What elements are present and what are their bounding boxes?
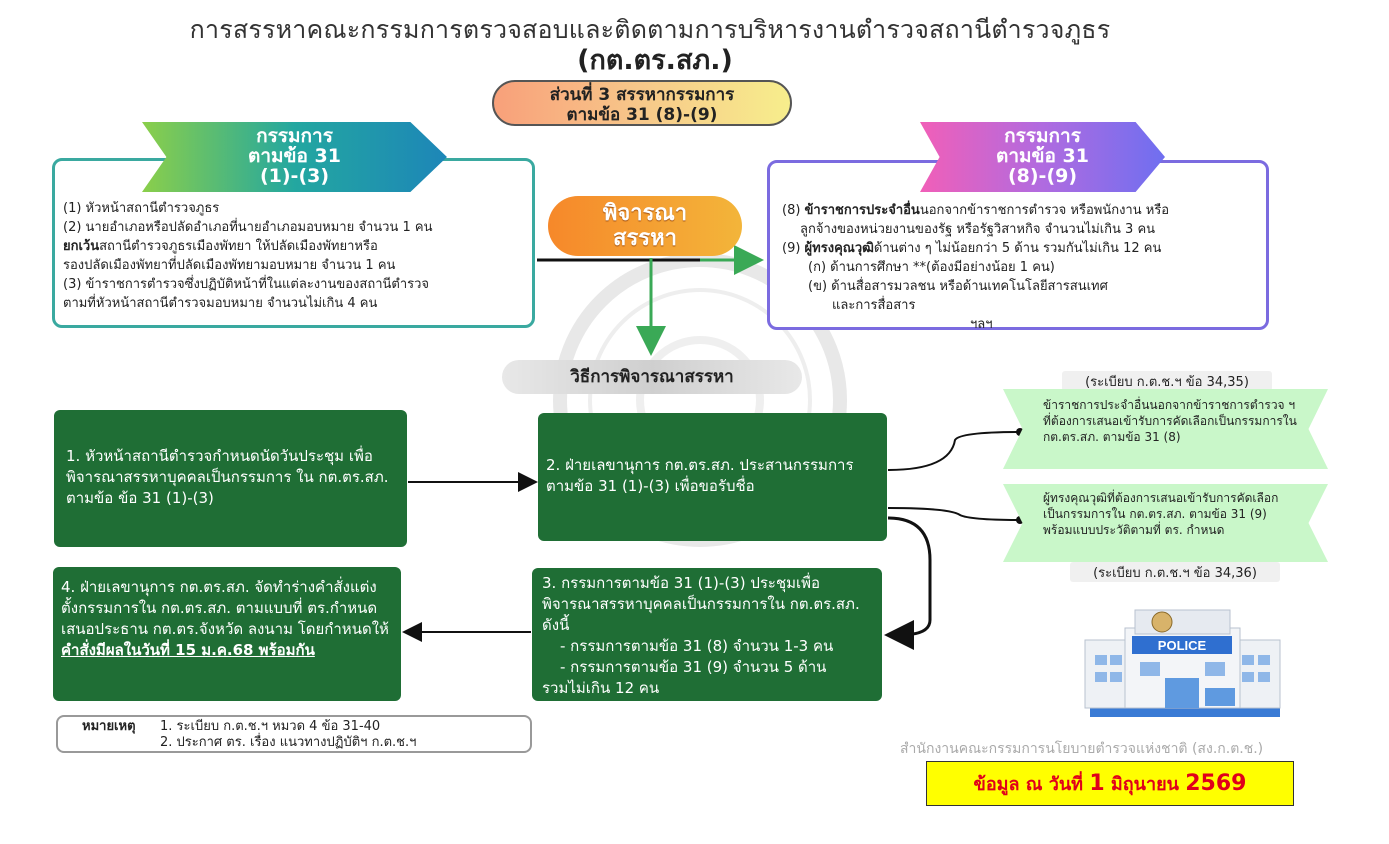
police-station-icon: POLICE	[1084, 609, 1281, 717]
right-item-8-cont: ลูกจ้างของหน่วยงานของรัฐ หรือรัฐวิสาหกิจ…	[800, 222, 1156, 237]
right-item-9-a: (ก) ด้านการศึกษา **(ต้องมีอย่างน้อย 1 คน…	[808, 260, 1055, 275]
left-item-2: (2) นายอำเภอหรือปลัดอำเภอที่นายอำเภอมอบห…	[63, 220, 433, 235]
step-3-item-9: - กรรมการตามข้อ 31 (9) จำนวน 5 ด้าน	[560, 658, 827, 676]
step-3-item-8: - กรรมการตามข้อ 31 (8) จำนวน 1-3 คน	[560, 637, 834, 655]
method-heading: วิธีการพิจารณาสรรหา	[502, 360, 802, 394]
exception-text: สถานีตำรวจภูธรเมืองพัทยา ให้ปลัดเมืองพัท…	[99, 239, 378, 254]
right-item-9-text: ด้านต่าง ๆ ไม่น้อยกว่า 5 ด้าน รวมกันไม่เ…	[873, 241, 1162, 256]
arrow-step2-to-step3	[884, 516, 932, 650]
step-3-total: รวมไม่เกิน 12 คน	[542, 679, 660, 697]
right-item-8-text: นอกจากข้าราชการตำรวจ หรือพนักงาน หรือ	[919, 203, 1170, 218]
right-banner-line1: กรรมการ	[1004, 125, 1081, 147]
left-members-banner: กรรมการ ตามข้อ 31 (1)-(3)	[142, 122, 447, 192]
step-1-box: 1. หัวหน้าสถานีตำรวจกำหนดนัดวันประชุม เพ…	[54, 410, 407, 547]
step-3-text: 3. กรรมการตามข้อ 31 (1)-(3) ประชุมเพื่อพ…	[542, 574, 860, 634]
remark-box: หมายเหตุ 1. ระเบียบ ก.ต.ช.ฯ หมวด 4 ข้อ 31…	[56, 715, 532, 753]
line-step2-to-note2	[887, 507, 1021, 521]
left-banner-line1: กรรมการ	[256, 125, 333, 147]
note-official-candidates: ข้าราชการประจำอื่นนอกจากข้าราชการตำรวจ ฯ…	[1003, 389, 1328, 469]
right-item-9: (9) ผู้ทรงคุณวุฒิด้านต่าง ๆ ไม่น้อยกว่า …	[782, 239, 1258, 258]
regulation-ref-2: (ระเบียบ ก.ต.ช.ฯ ข้อ 34,36)	[1070, 562, 1280, 582]
consider-select-pill: พิจารณา สรรหา	[548, 196, 742, 256]
step-4-text: 4. ฝ่ายเลขานุการ กต.ตร.สภ. จัดทำร่างคำสั…	[61, 578, 389, 638]
page-subtitle: (กต.ตร.สภ.)	[577, 45, 733, 76]
left-item-3-cont: ตามที่หัวหน้าสถานีตำรวจมอบหมาย จำนวนไม่เ…	[63, 296, 378, 311]
consider-line2: สรรหา	[613, 226, 677, 251]
exception-label: ยกเว้น	[63, 239, 100, 254]
agency-name: สำนักงานคณะกรรมการนโยบายตำรวจแห่งชาติ (ส…	[900, 741, 1264, 757]
remark-line-2: 2. ประกาศ ตร. เรื่อง แนวทางปฏิบัติฯ ก.ต.…	[160, 735, 417, 750]
right-item-8: (8) ข้าราชการประจำอื่นนอกจากข้าราชการตำร…	[782, 201, 1258, 220]
part-pill-line1: ส่วนที่ 3 สรรหากรรมการ	[549, 85, 735, 105]
right-members-banner: กรรมการ ตามข้อ 31 (8)-(9)	[920, 122, 1165, 192]
data-as-of-box: ข้อมูล ณ วันที่ 1 มิถุนายน 2569	[926, 761, 1294, 806]
right-item-8-num: (8)	[782, 203, 805, 218]
remark-label: หมายเหตุ	[82, 719, 136, 734]
police-sign-text: POLICE	[1158, 638, 1207, 653]
right-banner-line2: ตามข้อ 31	[996, 145, 1089, 167]
part-3-pill: ส่วนที่ 3 สรรหากรรมการ ตามข้อ 31 (8)-(9)	[492, 80, 792, 126]
date-prefix: ข้อมูล ณ วันที่	[973, 774, 1084, 795]
date-day: 1	[1089, 771, 1105, 796]
right-item-9-b-cont: และการสื่อสาร	[832, 298, 916, 313]
step-4-effective-date: คำสั่งมีผลในวันที่ 15 ม.ค.68 พร้อมกัน	[61, 641, 315, 659]
consider-line1: พิจารณา	[602, 201, 688, 226]
right-item-8-bold: ข้าราชการประจำอื่น	[804, 203, 920, 218]
left-banner-line3: (1)-(3)	[259, 165, 330, 187]
step-4-box: 4. ฝ่ายเลขานุการ กต.ตร.สภ. จัดทำร่างคำสั…	[53, 567, 401, 701]
left-item-2-cont: รองปลัดเมืองพัทยาที่ปลัดเมืองพัทยามอบหมา…	[63, 258, 396, 273]
regulation-ref-1: (ระเบียบ ก.ต.ช.ฯ ข้อ 34,35)	[1062, 371, 1272, 391]
date-year: 2569	[1185, 771, 1247, 796]
date-month: มิถุนายน	[1110, 774, 1179, 795]
left-banner-line2: ตามข้อ 31	[248, 145, 341, 167]
part-pill-line2: ตามข้อ 31 (8)-(9)	[566, 105, 718, 125]
note-expert-candidates: ผู้ทรงคุณวุฒิที่ต้องการเสนอเข้ารับการคัด…	[1003, 484, 1328, 562]
step-2-box: 2. ฝ่ายเลขานุการ กต.ตร.สภ. ประสานกรรมการ…	[538, 413, 887, 541]
right-item-9-b: (ข) ด้านสื่อสารมวลชน หรือด้านเทคโนโลยีสา…	[808, 279, 1108, 294]
left-item-2-exception: ยกเว้นสถานีตำรวจภูธรเมืองพัทยา ให้ปลัดเม…	[63, 237, 524, 256]
remark-line-1: หมายเหตุ 1. ระเบียบ ก.ต.ช.ฯ หมวด 4 ข้อ 31…	[82, 719, 522, 735]
right-item-etc: ฯลฯ	[970, 317, 993, 332]
left-item-1: (1) หัวหน้าสถานีตำรวจภูธร	[63, 201, 220, 216]
right-item-9-num: (9)	[782, 241, 805, 256]
line-step2-to-note1	[887, 431, 1021, 471]
right-banner-line3: (8)-(9)	[1007, 165, 1078, 187]
page-title: การสรรหาคณะกรรมการตรวจสอบและติดตามการบริ…	[189, 15, 1111, 44]
right-item-9-bold: ผู้ทรงคุณวุฒิ	[804, 241, 874, 256]
step-3-box: 3. กรรมการตามข้อ 31 (1)-(3) ประชุมเพื่อพ…	[532, 568, 882, 701]
left-item-3: (3) ข้าราชการตำรวจซึ่งปฏิบัติหน้าที่ในแต…	[63, 277, 430, 292]
remark-text-1: 1. ระเบียบ ก.ต.ช.ฯ หมวด 4 ข้อ 31-40	[160, 719, 381, 734]
